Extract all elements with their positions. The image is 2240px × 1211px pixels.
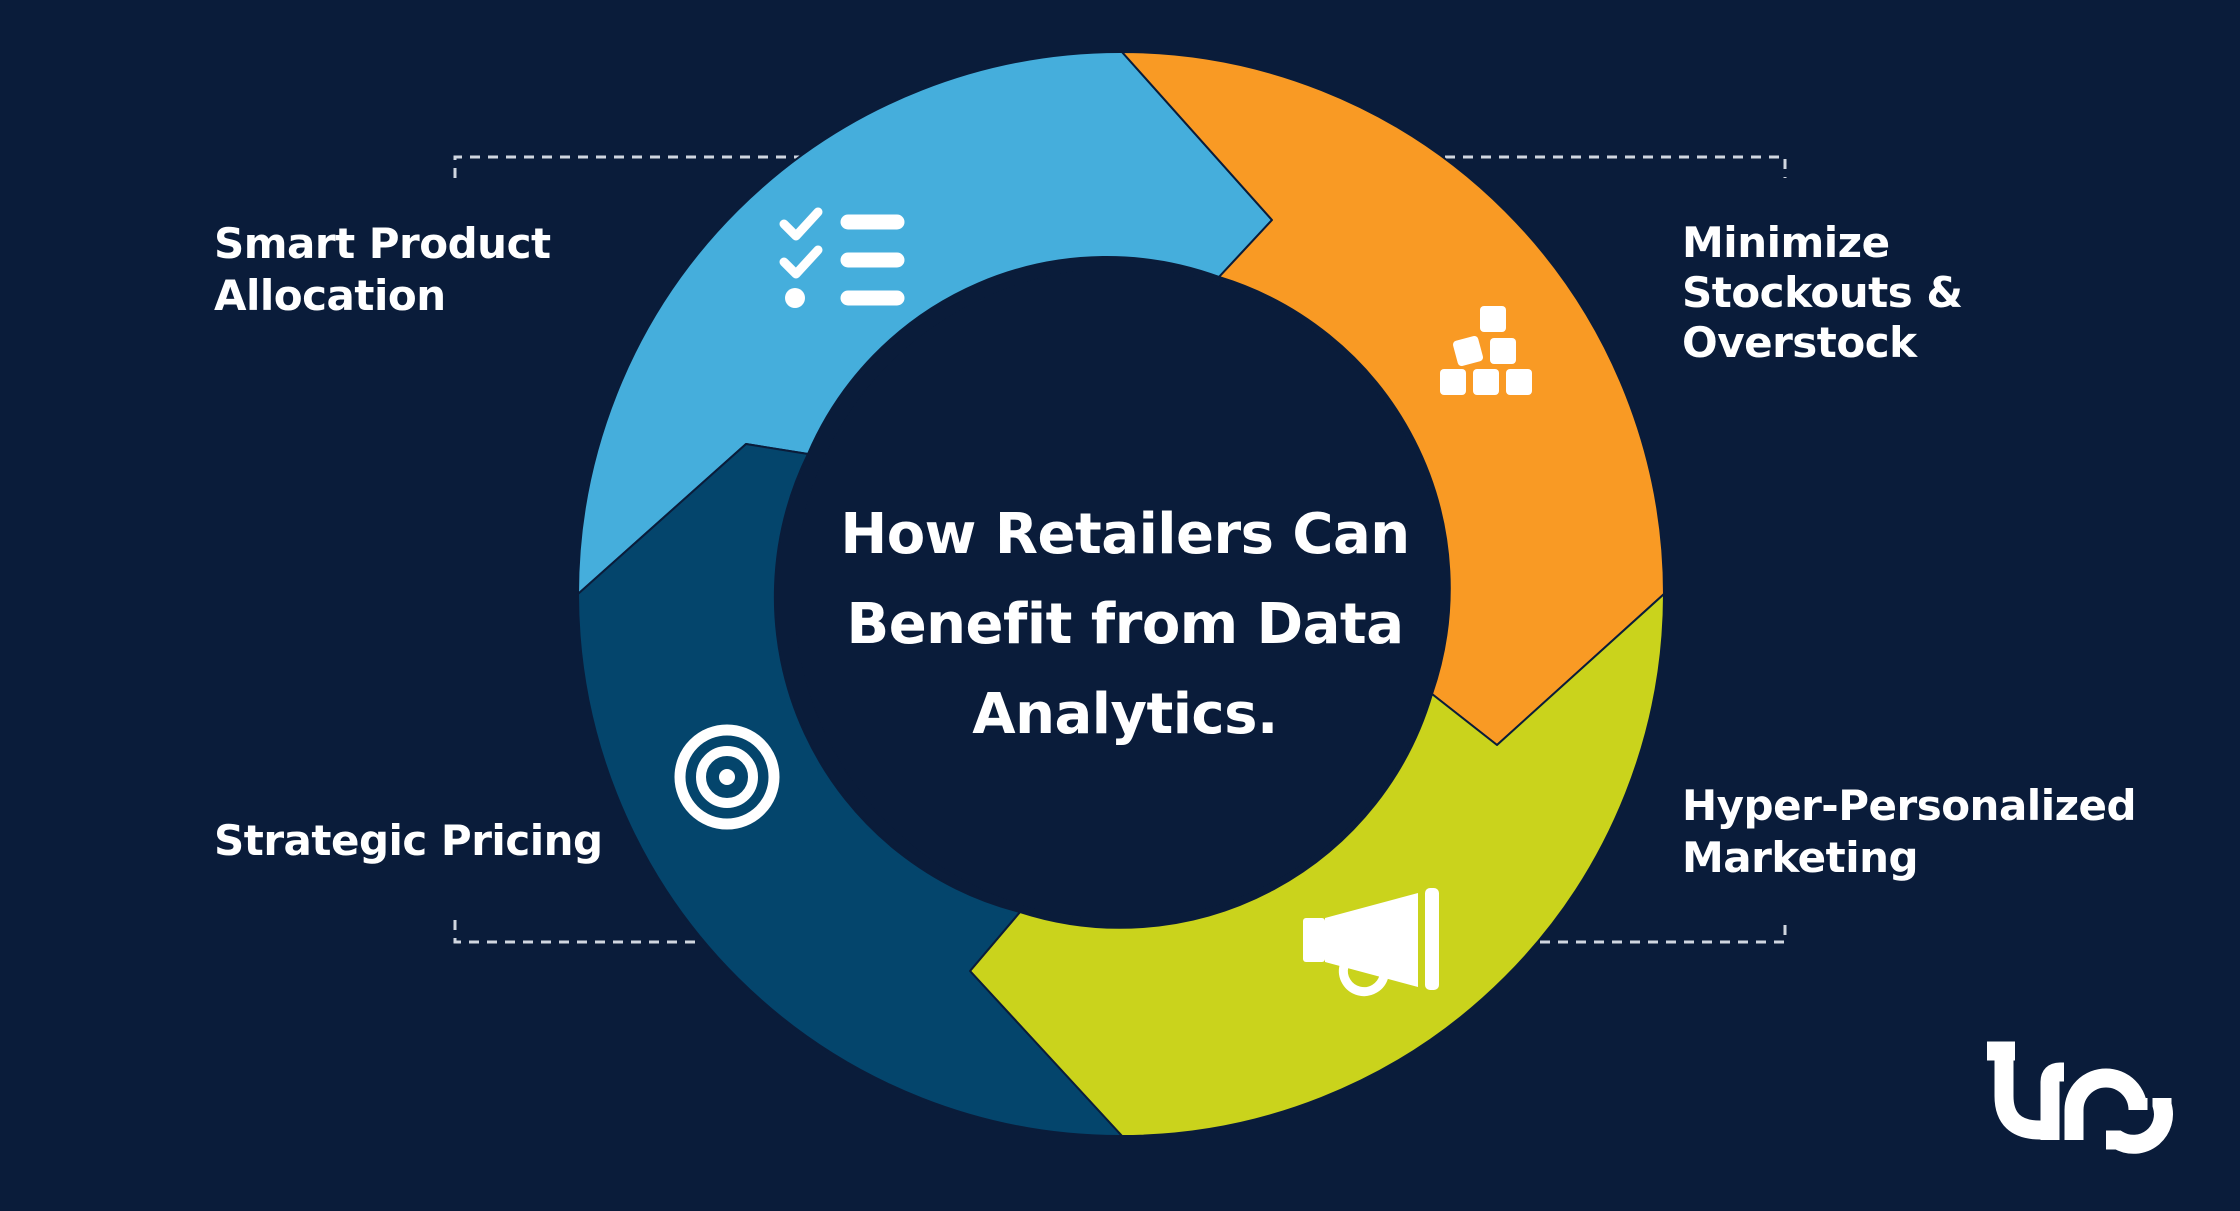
dashed-connectors xyxy=(453,155,1787,944)
label-hyper-personalized-marketing: Hyper-Personalized Marketing xyxy=(1682,780,2137,884)
label-line: Minimize xyxy=(1682,218,1890,267)
label-strategic-pricing: Strategic Pricing xyxy=(214,815,603,867)
label-line: Marketing xyxy=(1682,833,1919,882)
label-line: Allocation xyxy=(214,271,446,320)
center-title-line: Analytics. xyxy=(972,682,1278,747)
segment-strategic-pricing xyxy=(577,443,1123,1138)
center-title: How Retailers Can Benefit from Data Anal… xyxy=(805,490,1445,760)
segment-hyper-personalized-marketing xyxy=(969,593,1665,1137)
label-line: Smart Product xyxy=(214,219,551,268)
label-line: Hyper-Personalized xyxy=(1682,781,2137,830)
connector-top-left xyxy=(453,155,800,178)
brand-logo-icon xyxy=(1987,1041,2173,1154)
center-title-line: Benefit from Data xyxy=(846,592,1404,657)
ring-center-hole xyxy=(794,268,1446,920)
checklist-icon xyxy=(779,207,905,308)
label-line: Overstock xyxy=(1682,318,1917,367)
label-minimize-stockouts: Minimize Stockouts & Overstock xyxy=(1682,218,1963,368)
connector-bottom-left xyxy=(453,920,700,944)
label-line: Strategic Pricing xyxy=(214,816,603,865)
boxes-stack-icon xyxy=(1440,306,1532,395)
connector-top-right xyxy=(1445,155,1787,178)
segment-minimize-stockouts xyxy=(1121,51,1665,746)
label-line: Stockouts & xyxy=(1682,268,1963,317)
segment-smart-product-allocation xyxy=(577,50,1273,595)
target-icon xyxy=(674,724,780,830)
connector-bottom-right xyxy=(1540,920,1787,944)
ring-segments xyxy=(577,50,1665,1138)
center-title-line: How Retailers Can xyxy=(840,502,1410,567)
megaphone-icon xyxy=(1303,888,1439,997)
label-smart-product-allocation: Smart Product Allocation xyxy=(214,218,551,322)
